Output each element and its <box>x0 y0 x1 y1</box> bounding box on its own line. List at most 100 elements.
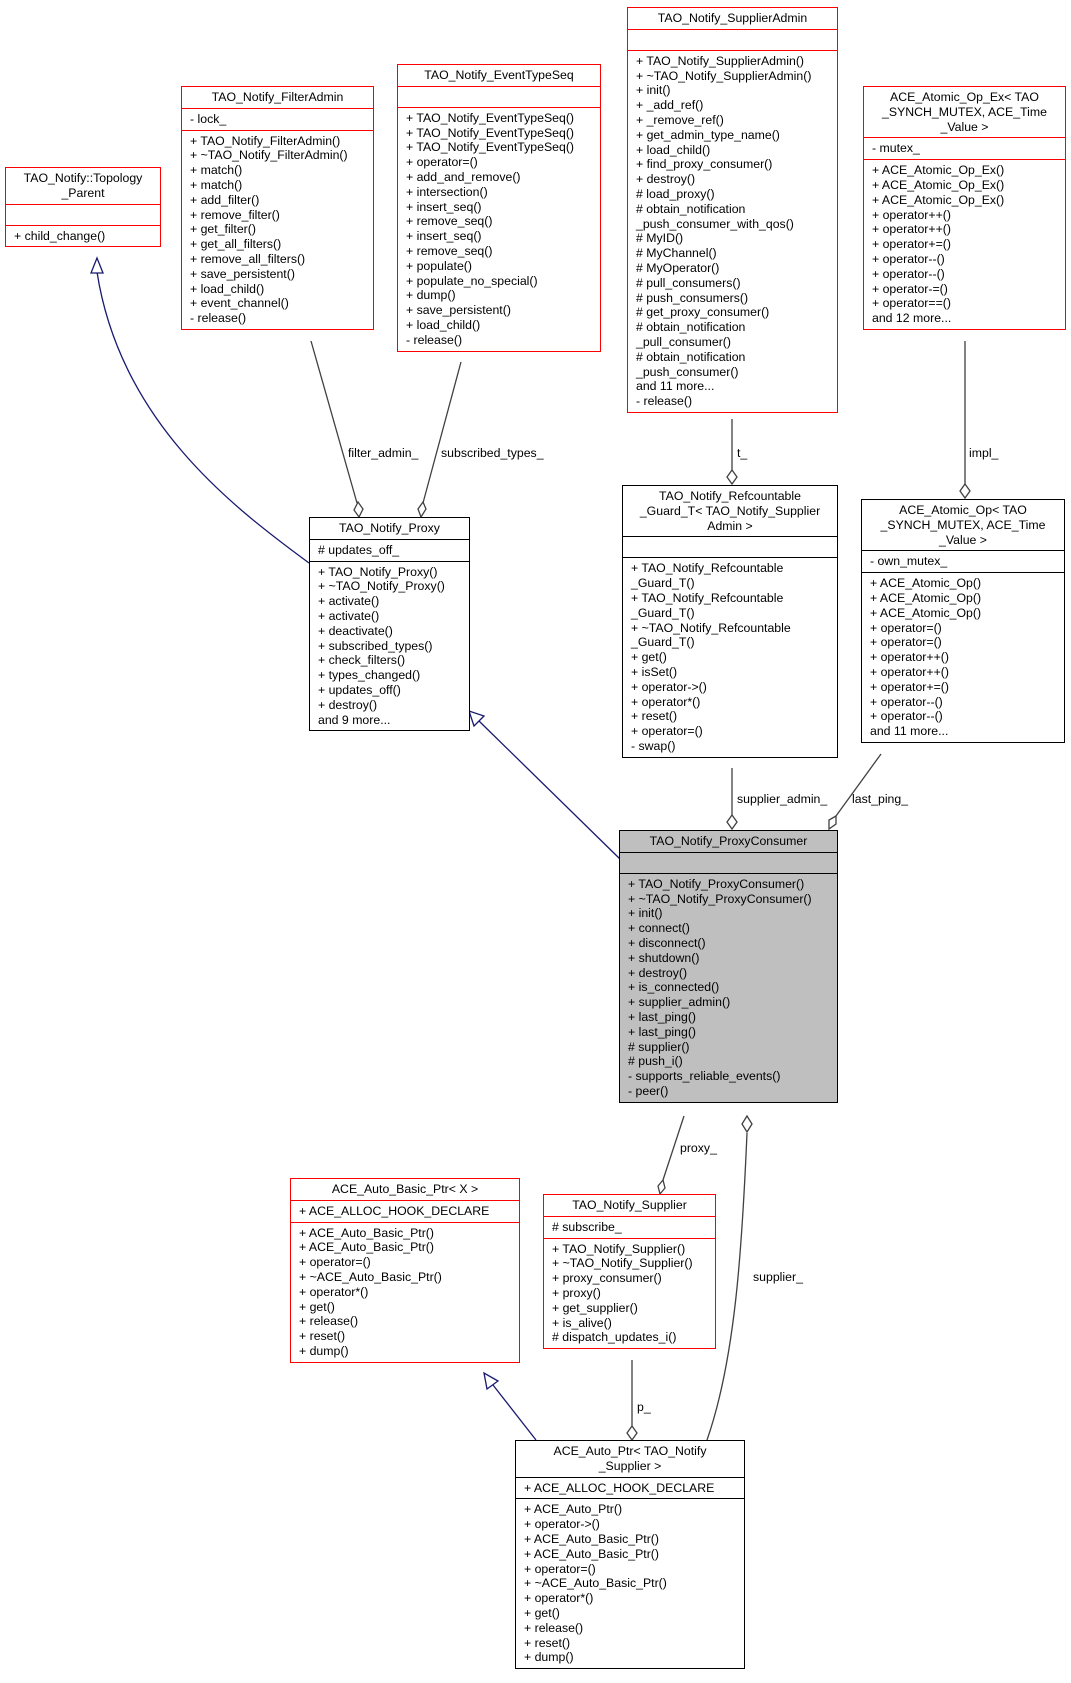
class-atomic-op[interactable]: ACE_Atomic_Op< TAO _SYNCH_MUTEX, ACE_Tim… <box>861 499 1065 743</box>
method-row: # MyID() <box>636 231 684 246</box>
class-name: TAO_Notify_SupplierAdmin <box>657 11 808 25</box>
class-name: TAO_Notify_ProxyConsumer <box>649 834 808 848</box>
method-row: + ACE_Atomic_Op_Ex() <box>872 192 1005 207</box>
edge-last-ping <box>835 753 882 817</box>
attributes-section <box>620 851 837 873</box>
method-row: + save_persistent() <box>190 266 295 281</box>
class-proxy-consumer[interactable]: TAO_Notify_ProxyConsumer + TAO_Notify_Pr… <box>619 830 838 1103</box>
method-row: # MyChannel() <box>636 246 717 261</box>
class-refcountable-guard[interactable]: TAO_Notify_Refcountable _Guard_T< TAO_No… <box>622 485 838 758</box>
class-event-type-seq[interactable]: TAO_Notify_EventTypeSeq + TAO_Notify_Eve… <box>397 64 601 352</box>
method-row: + dump() <box>524 1650 574 1665</box>
methods-section: + ACE_Auto_Basic_Ptr()+ ACE_Auto_Basic_P… <box>291 1221 519 1362</box>
method-row: + operator*() <box>524 1591 594 1606</box>
method-row: + operator-=() <box>872 281 948 296</box>
class-name: ACE_Auto_Ptr< TAO_Notify _Supplier > <box>553 1444 707 1473</box>
method-row: + match() <box>190 177 243 192</box>
method-row: + operator++() <box>872 222 951 237</box>
method-row: + ACE_Atomic_Op_Ex() <box>872 177 1005 192</box>
method-row: + dump() <box>406 288 456 303</box>
method-row: + reset() <box>631 709 678 724</box>
edge-filter-admin <box>310 340 358 504</box>
method-row: # supplier() <box>628 1039 690 1054</box>
method-row: + last_ping() <box>628 1024 697 1039</box>
method-row: + populate_no_special() <box>406 273 538 288</box>
aggregation-diamond <box>726 468 738 486</box>
methods-section: + TAO_Notify_Refcountable_Guard_T()+ TAO… <box>623 557 837 756</box>
method-row: + isSet() <box>631 664 678 679</box>
method-row: + _remove_ref() <box>636 112 724 127</box>
method-row: + operator=() <box>299 1255 371 1270</box>
aggregation-diamond <box>959 482 971 500</box>
method-row: + ~TAO_Notify_ProxyConsumer() <box>628 891 812 906</box>
methods-section: + TAO_Notify_ProxyConsumer()+ ~TAO_Notif… <box>620 872 837 1102</box>
method-row: + operator--() <box>870 694 943 709</box>
attributes-section <box>623 536 837 557</box>
method-row: + TAO_Notify_ProxyConsumer() <box>628 876 805 891</box>
class-topology-parent[interactable]: TAO_Notify::Topology _Parent + child_cha… <box>5 167 161 248</box>
attributes-section <box>398 85 600 107</box>
label-filter-admin: filter_admin_ <box>348 446 419 460</box>
method-row: + destroy() <box>318 697 378 712</box>
aggregation-diamond <box>417 500 427 519</box>
method-row: + deactivate() <box>318 623 393 638</box>
class-name: TAO_Notify_Supplier <box>572 1198 687 1212</box>
method-row: _push_consumer() <box>636 364 739 379</box>
attribute-row: - lock_ <box>190 111 227 126</box>
method-row: + get_supplier() <box>552 1300 638 1315</box>
class-name: TAO_Notify_FilterAdmin <box>211 90 344 104</box>
method-row: + operator=() <box>870 620 942 635</box>
method-row: + updates_off() <box>318 682 401 697</box>
method-row: + remove_all_filters() <box>190 251 306 266</box>
method-row: + ~TAO_Notify_SupplierAdmin() <box>636 68 812 83</box>
aggregation-diamond <box>741 1114 753 1134</box>
method-row: + ~TAO_Notify_Proxy() <box>318 579 445 594</box>
method-row: + operator++() <box>870 650 949 665</box>
class-name: TAO_Notify::Topology _Parent <box>23 171 143 200</box>
aggregation-diamond <box>626 1424 638 1442</box>
method-row: + populate() <box>406 258 472 273</box>
method-row: + operator->() <box>631 679 707 694</box>
class-filter-admin[interactable]: TAO_Notify_FilterAdmin - lock_ + TAO_Not… <box>181 86 374 330</box>
method-row: + is_connected() <box>628 980 720 995</box>
method-row: + subscribed_types() <box>318 638 433 653</box>
method-row: + connect() <box>628 921 690 936</box>
method-row: + get() <box>524 1605 560 1620</box>
method-row: + operator++() <box>872 207 951 222</box>
method-row: # push_consumers() <box>636 290 749 305</box>
method-row: + ACE_Atomic_Op_Ex() <box>872 163 1005 178</box>
attributes-section <box>6 203 160 225</box>
methods-section: + TAO_Notify_Supplier()+ ~TAO_Notify_Sup… <box>544 1237 715 1349</box>
method-row: + operator=() <box>631 724 703 739</box>
class-proxy[interactable]: TAO_Notify_Proxy # updates_off_ + TAO_No… <box>309 517 470 732</box>
class-auto-ptr[interactable]: ACE_Auto_Ptr< TAO_Notify _Supplier > + A… <box>515 1440 745 1670</box>
method-row: + ~ACE_Auto_Basic_Ptr() <box>299 1269 442 1284</box>
method-row: + TAO_Notify_SupplierAdmin() <box>636 53 805 68</box>
class-name: TAO_Notify_Refcountable _Guard_T< TAO_No… <box>639 489 821 533</box>
method-row: + operator==() <box>872 296 951 311</box>
method-row: + shutdown() <box>628 950 700 965</box>
aggregation-diamond <box>353 500 364 519</box>
aggregation-diamond <box>828 814 837 831</box>
attributes-section: + ACE_ALLOC_HOOK_DECLARE <box>291 1199 519 1222</box>
label-subscribed-types: subscribed_types_ <box>441 446 544 460</box>
aggregation-diamond <box>657 1178 666 1196</box>
method-row: # load_proxy() <box>636 186 715 201</box>
method-row: and 12 more... <box>872 311 952 326</box>
class-atomic-op-ex[interactable]: ACE_Atomic_Op_Ex< TAO _SYNCH_MUTEX, ACE_… <box>863 86 1066 330</box>
method-row: - release() <box>636 394 693 409</box>
method-row: + reset() <box>524 1635 571 1650</box>
method-row: + operator+=() <box>870 679 949 694</box>
class-supplier-admin[interactable]: TAO_Notify_SupplierAdmin + TAO_Notify_Su… <box>627 7 838 413</box>
attributes-section: - own_mutex_ <box>862 550 1064 572</box>
method-row: - release() <box>406 332 463 347</box>
method-row: + find_proxy_consumer() <box>636 157 773 172</box>
methods-section: + TAO_Notify_EventTypeSeq()+ TAO_Notify_… <box>398 106 600 351</box>
method-row: and 11 more... <box>636 379 715 394</box>
method-row: + load_child() <box>636 142 711 157</box>
class-auto-basic-ptr[interactable]: ACE_Auto_Basic_Ptr< X > + ACE_ALLOC_HOOK… <box>290 1178 520 1363</box>
method-row: + ~ACE_Auto_Basic_Ptr() <box>524 1576 667 1591</box>
method-row: + insert_seq() <box>406 229 482 244</box>
class-supplier[interactable]: TAO_Notify_Supplier # subscribe_ + TAO_N… <box>543 1194 716 1350</box>
